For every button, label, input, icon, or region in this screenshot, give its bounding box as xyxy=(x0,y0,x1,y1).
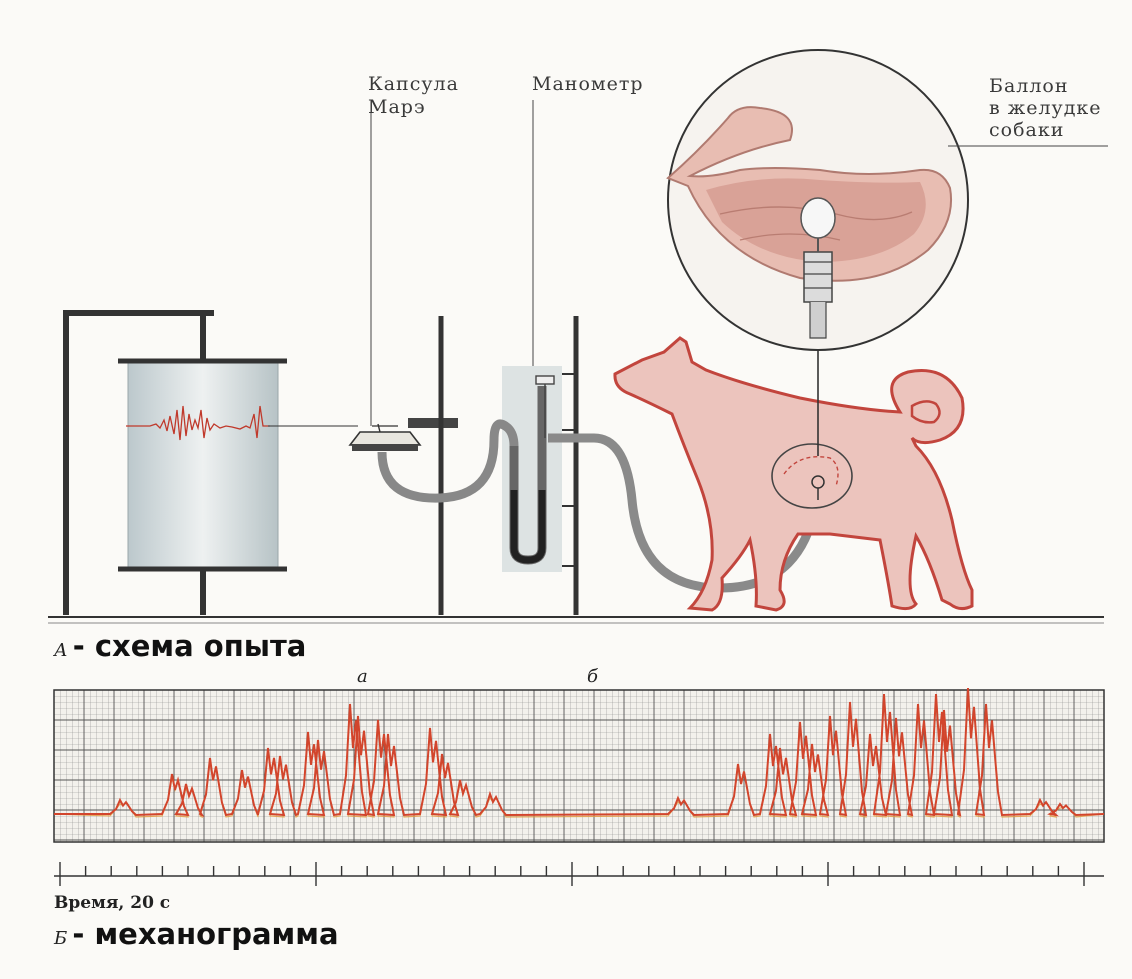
kymograph-drum xyxy=(128,362,278,568)
balloon-label-line2: в желудке xyxy=(989,97,1102,119)
marker-b: б xyxy=(587,666,599,687)
time-scale xyxy=(54,862,1104,886)
panel-b-text: - механограмма xyxy=(72,917,338,951)
balloon-label-line1: Баллон xyxy=(989,75,1069,97)
capsule-label-line1: Капсула xyxy=(368,73,459,95)
panel-b-letter: Б xyxy=(53,928,67,949)
balloon-label-line3: собаки xyxy=(989,119,1064,141)
capsule-label-line2: Марэ xyxy=(368,96,426,118)
time-label: Время, 20 с xyxy=(54,893,170,913)
manometer-label: Манометр xyxy=(532,73,644,95)
marker-a: а xyxy=(357,666,368,687)
panel-a-caption: А - схема опыта xyxy=(52,629,306,663)
kymograph xyxy=(66,313,287,615)
panel-a-text: - схема опыта xyxy=(73,629,307,663)
mechanogram xyxy=(54,688,1104,842)
manometer xyxy=(502,366,562,572)
panel-b-caption: Б - механограмма xyxy=(53,917,339,951)
panel-a-letter: А xyxy=(52,640,68,661)
